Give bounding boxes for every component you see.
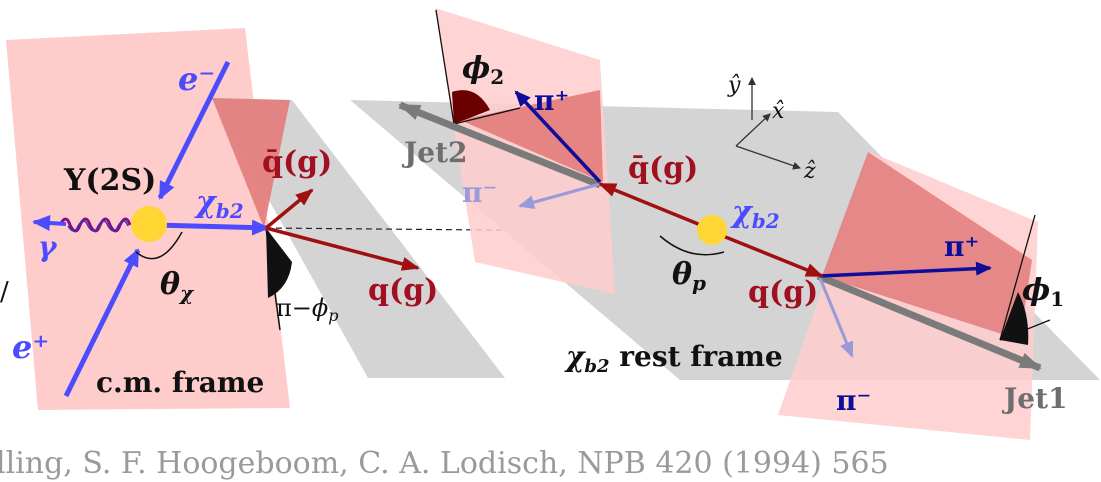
rest-frame-subscript: b2 bbox=[584, 356, 609, 377]
axis-z-arrow bbox=[735, 145, 801, 170]
pi-minus-phi-p-label: π−ϕp bbox=[276, 294, 339, 325]
phi-p-symbol: ϕ bbox=[312, 294, 328, 322]
chi-b2-mid-particle bbox=[697, 215, 727, 245]
jet1-label: Jet1 bbox=[1001, 382, 1067, 415]
e-plus-label: e⁺ bbox=[12, 328, 49, 366]
theta-chi-symbol: θ bbox=[160, 267, 180, 302]
e-minus-beam bbox=[157, 60, 231, 200]
chi-b2-left-subscript: b2 bbox=[216, 199, 244, 223]
jet2-label: Jet2 bbox=[401, 136, 467, 169]
phi2-label: ϕ2 bbox=[462, 51, 504, 89]
phi2-symbol: ϕ bbox=[462, 51, 490, 86]
phi2-subscript: 2 bbox=[490, 65, 504, 89]
left-gray-plane bbox=[212, 98, 505, 378]
pi-minus-top-arrow bbox=[518, 182, 601, 210]
cm-frame-label: c.m. frame bbox=[96, 366, 264, 399]
theta-p-symbol: θ bbox=[672, 257, 692, 292]
pi-minus-bottom-arrow bbox=[818, 277, 854, 358]
chi-b2-mid-symbol: χ bbox=[730, 195, 754, 230]
upsilon-label: Υ(2S) bbox=[63, 163, 156, 198]
theta-p-label: θp bbox=[672, 257, 706, 295]
phi-p-subscript: p bbox=[328, 306, 338, 325]
gamma-label: γ bbox=[38, 230, 58, 263]
axis-x-arrow bbox=[735, 113, 771, 147]
chi-b2-left-symbol: χ bbox=[194, 185, 218, 220]
phi1-subscript: 1 bbox=[1050, 287, 1064, 311]
rest-frame-label: χb2 rest frame bbox=[564, 340, 783, 377]
wedge-edge-line bbox=[265, 227, 281, 331]
pi-minus-symbol: π− bbox=[276, 294, 312, 322]
theta-chi-arc bbox=[135, 231, 183, 260]
pi-minus-top-label: π⁻ bbox=[462, 176, 497, 209]
rest-frame-chi: χ bbox=[564, 340, 586, 373]
photon-arrow bbox=[32, 215, 67, 231]
phi1-symbol: ϕ bbox=[1022, 273, 1050, 308]
jet2-line bbox=[398, 101, 602, 189]
axis-y-label: ŷ bbox=[727, 73, 741, 98]
jet2-dark-triangle bbox=[460, 90, 603, 182]
chi-b2-mid-subscript: b2 bbox=[752, 209, 780, 233]
q-mid-arrow bbox=[717, 232, 824, 278]
theta-p-arc bbox=[659, 235, 725, 256]
theta-chi-subscript: χ bbox=[178, 281, 195, 305]
upsilon-particle bbox=[131, 206, 167, 242]
left-stub-label: / bbox=[0, 277, 9, 307]
photon-wavy-line-blue bbox=[67, 220, 129, 232]
q-mid-label: q(g) bbox=[748, 275, 818, 310]
rest-frame-text: rest frame bbox=[610, 340, 783, 373]
phi2-edge2 bbox=[453, 107, 521, 125]
pi-plus-right-arrow bbox=[819, 261, 992, 278]
phi1-edge2 bbox=[999, 319, 1051, 341]
jet1-line bbox=[816, 272, 1042, 372]
q-left-arrow bbox=[265, 226, 420, 271]
jet2-plane bbox=[435, 8, 615, 294]
chi-b2-left-label: χb2 bbox=[194, 185, 244, 223]
phi1-label: ϕ1 bbox=[1022, 273, 1064, 311]
left-dark-pink-triangle bbox=[212, 98, 290, 228]
chi-b2-mid-label: χb2 bbox=[730, 195, 780, 233]
pi-plus-top-arrow bbox=[514, 90, 602, 184]
phi2-wedge bbox=[452, 90, 490, 124]
qbar-left-arrow bbox=[264, 188, 314, 230]
pi-minus-bottom-label: π⁻ bbox=[836, 384, 871, 417]
axis-x-label: x̂ bbox=[772, 99, 785, 124]
e-plus-beam bbox=[63, 248, 141, 398]
pi-plus-right-label: π⁺ bbox=[944, 230, 979, 263]
citation-text: lling, S. F. Hoogeboom, C. A. Lodisch, N… bbox=[0, 446, 889, 481]
pi-minus-phi-p-wedge bbox=[266, 228, 292, 298]
phi1-edge bbox=[999, 214, 1036, 341]
qbar-mid-label: q̄(g) bbox=[628, 151, 698, 186]
axis-z-label: ẑ bbox=[803, 159, 816, 184]
e-minus-label: e⁻ bbox=[178, 60, 215, 98]
pi-plus-top-label: π⁺ bbox=[534, 84, 569, 117]
q-left-label: q(g) bbox=[368, 273, 438, 308]
theta-p-subscript: p bbox=[692, 271, 706, 295]
phi2-edge bbox=[435, 9, 455, 125]
qbar-mid-arrow bbox=[598, 182, 709, 230]
chi-b2-left-arrow bbox=[154, 219, 270, 236]
qbar-left-label: q̄(g) bbox=[262, 145, 332, 180]
theta-chi-label: θχ bbox=[160, 267, 195, 305]
jet1-dark-triangle bbox=[822, 152, 1032, 340]
